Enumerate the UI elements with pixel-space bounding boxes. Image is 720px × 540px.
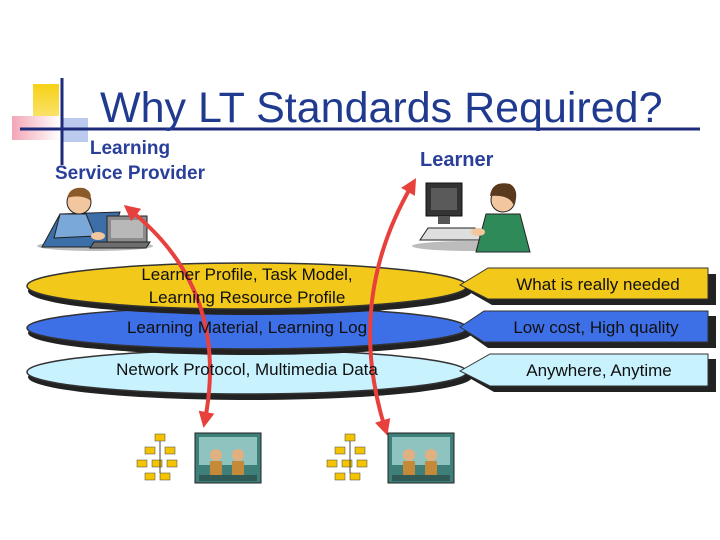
callout-quality: Low cost, High quality bbox=[513, 318, 679, 337]
title-decoration bbox=[12, 78, 700, 165]
classroom-photo-icon bbox=[194, 432, 262, 484]
classroom-photo-icon bbox=[387, 432, 455, 484]
layer-profile-line1: Learner Profile, Task Model, bbox=[141, 265, 353, 284]
callout-needed: What is really needed bbox=[516, 275, 680, 294]
org-chart-icon bbox=[326, 433, 368, 481]
learner-label: Learner bbox=[420, 149, 494, 171]
layer-profile-text: Learner Profile, Task Model, Learning Re… bbox=[60, 263, 434, 309]
man-at-laptop-icon bbox=[37, 187, 153, 251]
layer-profile-line2: Learning Resource Profile bbox=[148, 288, 346, 307]
callout-anywhere: Anywhere, Anytime bbox=[526, 361, 672, 380]
layer-network-text: Network Protocol, Multimedia Data bbox=[116, 360, 378, 379]
red-arrows bbox=[123, 178, 417, 436]
layer-material-text: Learning Material, Learning Log bbox=[126, 318, 368, 337]
provider-label: Learning Service Provider bbox=[20, 136, 240, 186]
provider-label-line1: Learning bbox=[89, 138, 171, 159]
slide-title: Why LT Standards Required? bbox=[100, 84, 663, 132]
provider-label-line2: Service Provider bbox=[55, 163, 205, 184]
woman-at-computer-icon bbox=[412, 182, 531, 253]
callout-shapes bbox=[458, 267, 716, 392]
org-chart-icon bbox=[136, 433, 178, 481]
